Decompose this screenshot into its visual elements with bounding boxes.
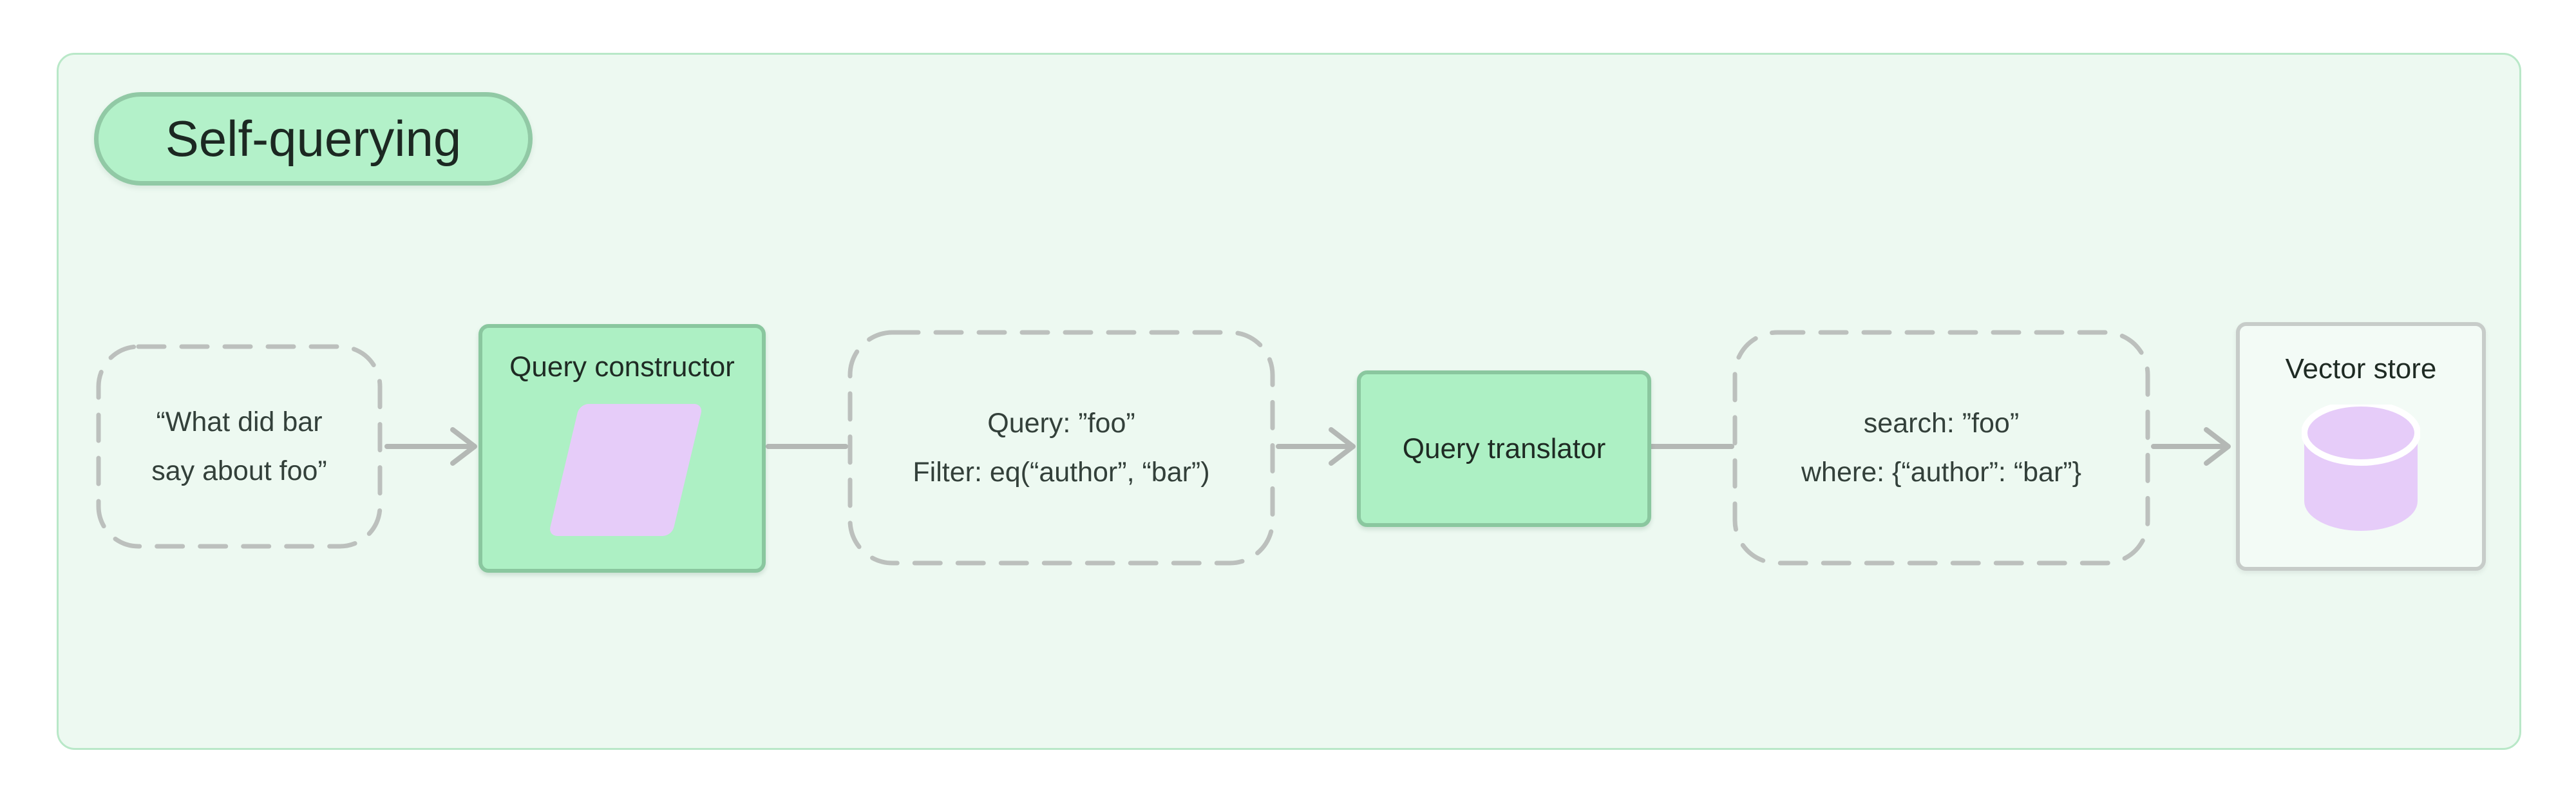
vector-store-label: Vector store (2285, 353, 2437, 385)
node-input-query: “What did bar say about foo” (95, 343, 383, 550)
query-constructor-label: Query constructor (509, 351, 735, 383)
node-query-constructor: Query constructor (478, 324, 766, 573)
input-query-line-2: say about foo” (151, 455, 327, 486)
translated-query-line-2: where: {“author”: “bar”} (1801, 457, 2081, 488)
title-badge-label: Self-querying (165, 110, 462, 167)
query-translator-label: Query translator (1402, 432, 1606, 464)
node-translated-query: search: ”foo” where: {“author”: “bar”} (1732, 329, 2151, 566)
structured-query-line-1: Query: ”foo” (987, 408, 1135, 439)
database-cylinder-svg (2301, 400, 2421, 531)
parallelogram-icon (548, 404, 703, 536)
arrowhead-translated-to-store (2204, 427, 2231, 466)
arrowhead-input-to-constructor (450, 427, 477, 466)
title-badge: Self-querying (94, 92, 533, 186)
dashed-border (96, 344, 383, 549)
dashed-border (848, 330, 1275, 566)
node-vector-store: Vector store (2236, 322, 2486, 571)
node-query-translator: Query translator (1357, 370, 1651, 527)
translated-query-text: search: ”foo” where: {“author”: “bar”} (1801, 399, 2081, 497)
self-querying-diagram: Self-querying “What did bar say abou (57, 53, 2521, 750)
node-structured-query: Query: ”foo” Filter: eq(“author”, “bar”) (847, 329, 1276, 566)
structured-query-text: Query: ”foo” Filter: eq(“author”, “bar”) (913, 399, 1209, 497)
database-cylinder-icon (2301, 400, 2421, 538)
arrowhead-structured-to-translator (1329, 427, 1356, 466)
structured-query-line-2: Filter: eq(“author”, “bar”) (913, 457, 1210, 488)
input-query-line-1: “What did bar (156, 407, 323, 437)
input-query-text: “What did bar say about foo” (151, 397, 327, 495)
translated-query-line-1: search: ”foo” (1863, 408, 2020, 439)
